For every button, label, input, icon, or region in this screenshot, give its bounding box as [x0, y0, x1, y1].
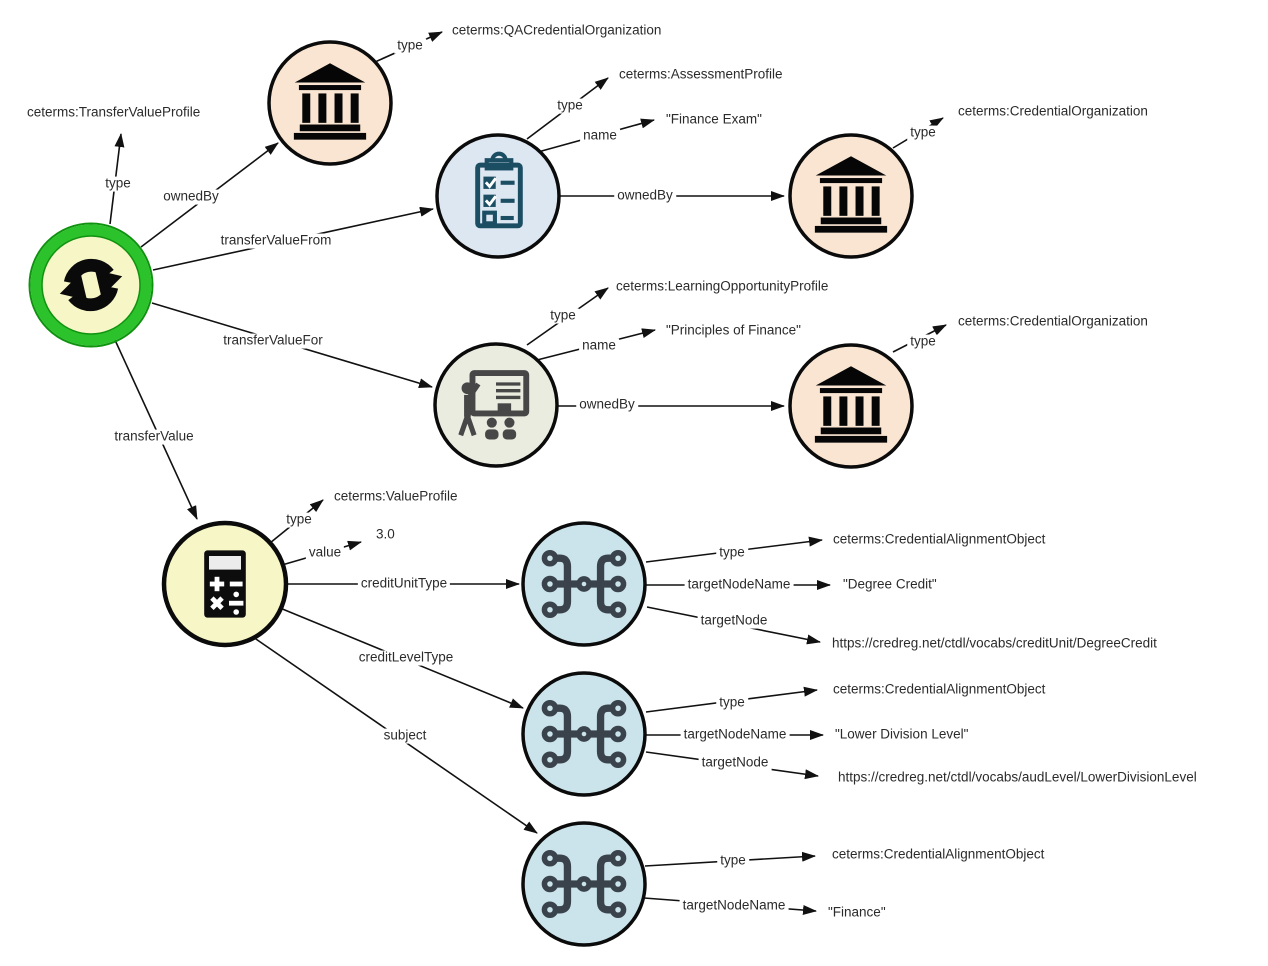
name-edge-label: name	[579, 338, 619, 354]
nodes	[28, 40, 914, 947]
learning-opportunity-node	[433, 342, 559, 468]
aud-level-url-value: https://credreg.net/ctdl/vocabs/audLevel…	[838, 769, 1197, 785]
organization-node-2	[788, 343, 914, 469]
credential-alignment-object-value: ceterms:CredentialAlignmentObject	[833, 531, 1046, 547]
credit-unit-type-edge-label: creditUnitType	[357, 576, 451, 592]
target-node-name-edge-label: targetNodeName	[684, 577, 794, 593]
type-edge-label: type	[717, 853, 749, 869]
degree-credit-value: "Degree Credit"	[843, 576, 937, 592]
organization-node-1	[788, 133, 914, 259]
alignment-node-3	[521, 821, 647, 947]
assessment-node	[435, 133, 561, 259]
credit-level-type-edge-label: creditLevelType	[355, 650, 457, 666]
type-edge-label: type	[102, 176, 134, 192]
value-edge-label: value	[305, 545, 345, 561]
target-node-edge-label: targetNode	[697, 613, 771, 629]
assessment-profile-value: ceterms:AssessmentProfile	[619, 66, 783, 82]
alignment-node-1	[521, 521, 647, 647]
credential-organization-value: ceterms:CredentialOrganization	[958, 313, 1148, 329]
credential-alignment-object-value: ceterms:CredentialAlignmentObject	[832, 846, 1045, 862]
transfer-value-profile-node	[28, 222, 154, 348]
transfer-value-profile-ring	[30, 224, 152, 346]
target-node-name-edge-label: targetNodeName	[680, 727, 790, 743]
target-node-edge-label: targetNode	[698, 755, 772, 771]
owned-by-edge-label: ownedBy	[614, 188, 676, 204]
value-profile-value: ceterms:ValueProfile	[334, 488, 458, 504]
credit-unit-url-value: https://credreg.net/ctdl/vocabs/creditUn…	[832, 635, 1157, 651]
owned-by-edge-label: ownedBy	[160, 189, 222, 205]
type-edge-label: type	[907, 125, 939, 141]
type-edge-label: type	[907, 334, 939, 350]
transfer-value-edge-label: transferValue	[111, 429, 197, 445]
finance-exam-value: "Finance Exam"	[666, 111, 762, 127]
subject-edge-label: subject	[380, 728, 430, 744]
type-edge-label: type	[554, 98, 586, 114]
target-node-name-edge-label: targetNodeName	[679, 898, 789, 914]
transfer-value-from-edge-label: transferValueFrom	[217, 233, 335, 249]
qa-credential-organization-value: ceterms:QACredentialOrganization	[452, 22, 662, 38]
principles-of-finance-value: "Principles of Finance"	[666, 322, 801, 338]
lower-division-level-value: "Lower Division Level"	[835, 726, 969, 742]
finance-value: "Finance"	[828, 904, 886, 920]
calculator-icon	[204, 550, 246, 618]
type-edge-label: type	[716, 545, 748, 561]
credential-alignment-object-value: ceterms:CredentialAlignmentObject	[833, 681, 1046, 697]
value-number: 3.0	[376, 526, 395, 542]
credential-organization-value: ceterms:CredentialOrganization	[958, 103, 1148, 119]
learning-opportunity-profile-value: ceterms:LearningOpportunityProfile	[616, 278, 829, 294]
edge-transfer-value	[114, 339, 198, 520]
type-edge-label: type	[394, 38, 426, 54]
name-edge-label: name	[580, 128, 620, 144]
transfer-value-for-edge-label: transferValueFor	[220, 333, 326, 349]
type-edge-label: type	[547, 308, 579, 324]
type-edge-label: type	[716, 695, 748, 711]
type-edge-label: type	[283, 512, 315, 528]
transfer-value-profile-inner-ring	[41, 235, 141, 335]
qa-organization-node	[267, 40, 393, 166]
alignment-node-2	[521, 671, 647, 797]
transfer-value-profile-type-value: ceterms:TransferValueProfile	[27, 104, 201, 120]
owned-by-edge-label: ownedBy	[576, 397, 638, 413]
